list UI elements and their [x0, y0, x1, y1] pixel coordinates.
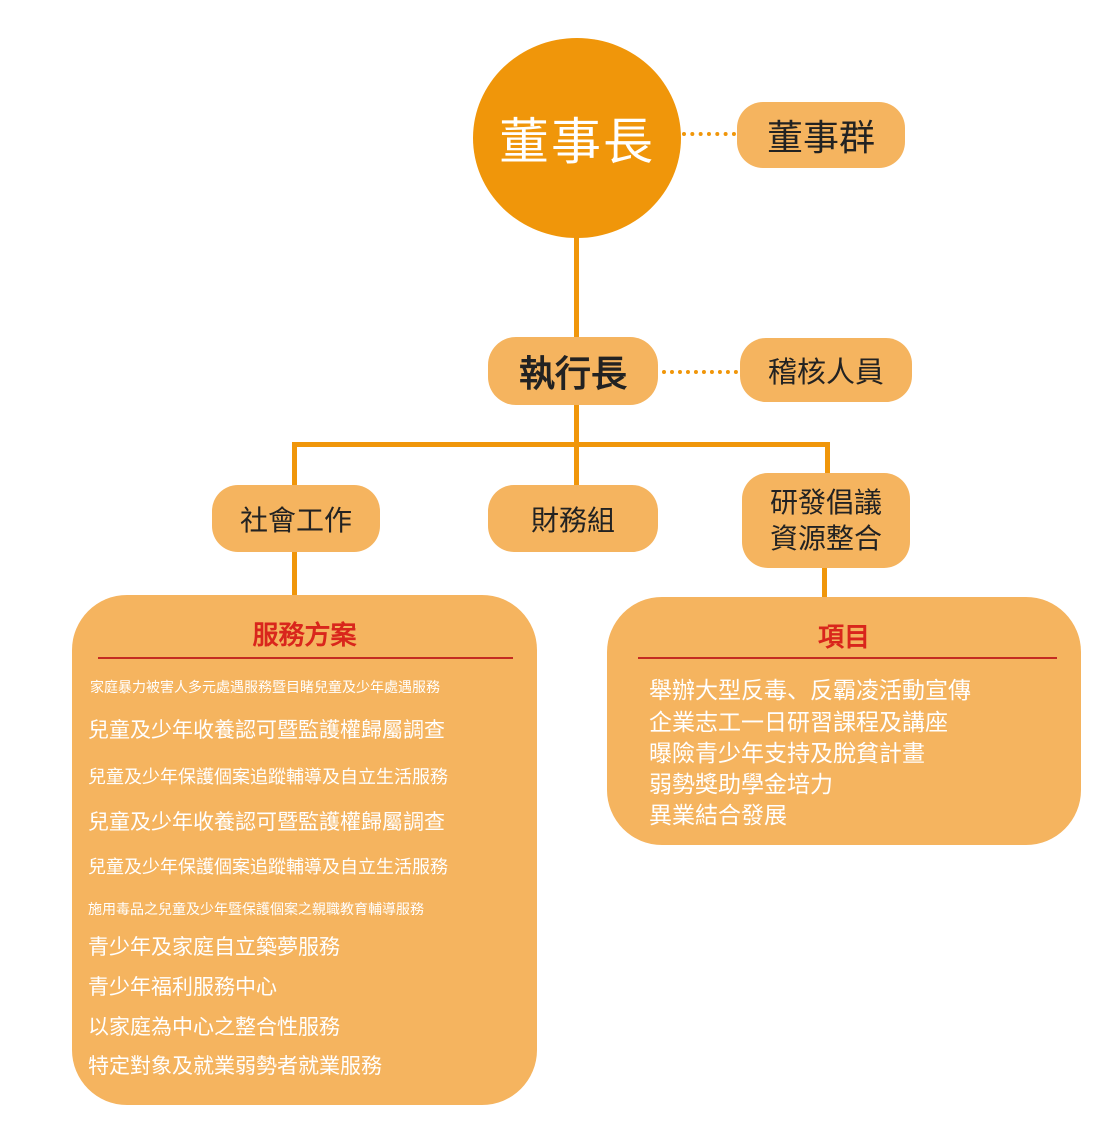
service-item: 兒童及少年保護個案追蹤輔導及自立生活服務 — [88, 857, 448, 878]
service-item: 青少年及家庭自立築夢服務 — [88, 935, 340, 959]
board-node: 董事群 — [737, 102, 905, 168]
chairman-label: 董事長 — [499, 113, 655, 171]
dotted-ceo-auditor — [662, 370, 738, 374]
rd-label-line2: 資源整合 — [769, 521, 882, 555]
board-label: 董事群 — [766, 118, 875, 159]
projects-divider — [638, 657, 1057, 659]
project-item: 企業志工一日研習課程及講座 — [649, 710, 948, 736]
connector-branch-horizontal — [292, 442, 830, 447]
services-panel: 服務方案 家庭暴力被害人多元處遇服務暨目睹兒童及少年處遇服務 兒童及少年收養認可… — [72, 595, 537, 1105]
service-item: 施用毒品之兒童及少年暨保護個案之親職教育輔導服務 — [88, 902, 424, 918]
services-divider — [98, 657, 513, 659]
service-item: 以家庭為中心之整合性服務 — [88, 1015, 340, 1039]
services-title: 服務方案 — [252, 621, 357, 651]
finance-label: 財務組 — [530, 503, 615, 537]
projects-title: 項目 — [817, 623, 870, 653]
project-item: 舉辦大型反毒、反霸凌活動宣傳 — [649, 678, 971, 704]
projects-panel: 項目 舉辦大型反毒、反霸凌活動宣傳 企業志工一日研習課程及講座 曝險青少年支持及… — [607, 597, 1081, 845]
connector-to-finance — [574, 442, 579, 488]
chairman-node: 董事長 — [473, 38, 681, 238]
project-item: 異業結合發展 — [649, 803, 787, 829]
service-item: 特定對象及就業弱勢者就業服務 — [88, 1054, 382, 1078]
social-work-label: 社會工作 — [239, 503, 352, 537]
connector-to-rd — [825, 442, 830, 476]
ceo-label: 執行長 — [518, 354, 627, 395]
service-item: 家庭暴力被害人多元處遇服務暨目睹兒童及少年處遇服務 — [90, 680, 440, 696]
service-item: 兒童及少年保護個案追蹤輔導及自立生活服務 — [88, 767, 448, 788]
project-item: 曝險青少年支持及脫貧計畫 — [649, 741, 925, 767]
service-item: 兒童及少年收養認可暨監護權歸屬調查 — [88, 718, 445, 742]
social-work-node: 社會工作 — [212, 485, 380, 552]
connector-rd-to-projects — [822, 566, 827, 600]
dotted-chairman-board — [682, 132, 736, 136]
auditor-node: 稽核人員 — [740, 338, 912, 402]
connector-social-to-services — [292, 550, 297, 598]
service-item: 兒童及少年收養認可暨監護權歸屬調查 — [88, 810, 445, 834]
connector-ceo-branch — [574, 404, 579, 446]
rd-label-line1: 研發倡議 — [769, 485, 882, 519]
rd-node: 研發倡議 資源整合 — [742, 473, 910, 568]
auditor-label: 稽核人員 — [767, 355, 884, 389]
ceo-node: 執行長 — [488, 337, 658, 405]
service-item: 青少年福利服務中心 — [88, 975, 277, 999]
finance-node: 財務組 — [488, 485, 658, 552]
connector-chairman-ceo — [574, 236, 579, 340]
connector-to-social-work — [292, 442, 297, 488]
project-item: 弱勢獎助學金培力 — [649, 772, 833, 798]
